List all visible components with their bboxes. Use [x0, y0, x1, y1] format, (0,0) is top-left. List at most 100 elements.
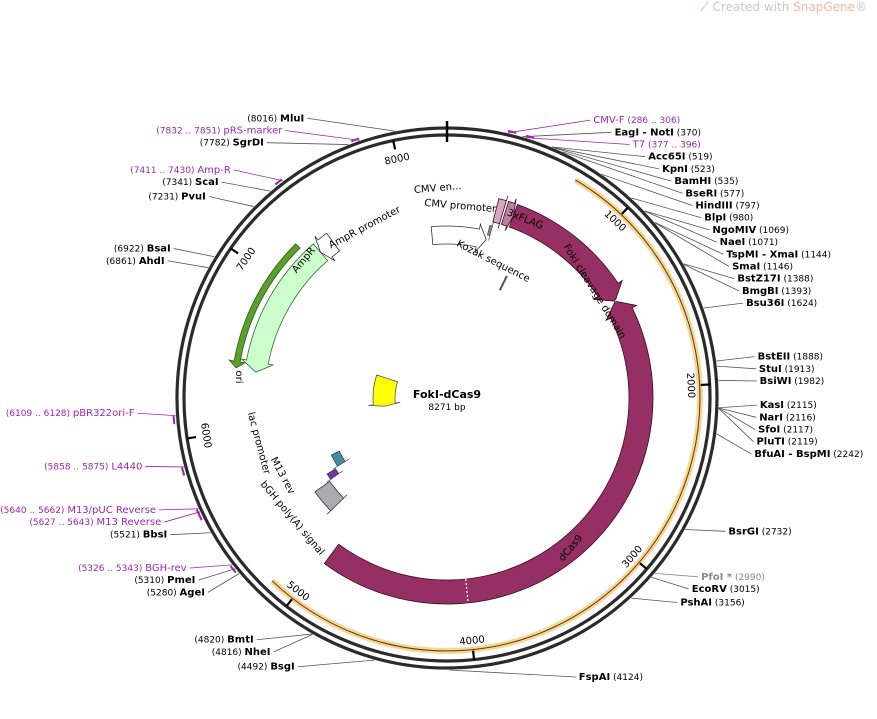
leader-cmv-f [508, 120, 591, 133]
primer-mark-prs-marker [351, 138, 359, 141]
site-nari: NarI (2116) [759, 412, 816, 423]
site-nhei: (4816) NheI [212, 647, 271, 658]
leader-bbsi [170, 533, 210, 535]
site-bfuai-bspmi: BfuAI - BspMI (2242) [754, 449, 863, 460]
leader-sgrdi [267, 143, 348, 145]
leader-pfoi- [655, 573, 698, 576]
cmv-enhancer-label: CMV en... [414, 181, 462, 196]
tick-label-6000: 6000 [198, 422, 213, 449]
leader-bsiwi [718, 380, 756, 381]
tick-mark-3000 [640, 563, 647, 569]
site-pfoi-: PfoI * (2990) [701, 572, 765, 583]
ori-arrow [368, 375, 400, 406]
tick-mark-5000 [286, 599, 291, 606]
site-pmei: (5310) PmeI [134, 575, 195, 586]
site-ahdi: (6861) AhdI [106, 256, 165, 267]
leader-kasi [719, 405, 757, 408]
ampr-promoter-label: AmpR promoter [327, 204, 403, 251]
leader-m13-puc-reverse [159, 509, 199, 510]
cmv-promoter-box [487, 221, 493, 240]
site-smai: SmaI (1146) [732, 261, 793, 272]
site-m13-puc-reverse: (5640 .. 5662) M13/pUC Reverse [0, 505, 156, 516]
kozak-marker [500, 276, 507, 290]
leader-ecorv [652, 577, 689, 589]
leader-fspai [449, 670, 575, 677]
watermark-prefix: Created with [713, 0, 794, 14]
site-bbsi: (5521) BbsI [110, 530, 167, 541]
site-bstz17i: BstZ17I (1388) [737, 274, 813, 285]
tick-mark-1000 [622, 207, 628, 214]
site-bsrgi: BsrGI (2732) [728, 526, 791, 537]
snapgene-watermark: ⟋ Created with SnapGene® [700, 0, 867, 15]
site-bmti: (4820) BmtI [194, 635, 253, 646]
site-bsiwi: BsiWI (1982) [760, 376, 825, 387]
site-agei: (5280) AgeI [147, 587, 205, 598]
site-bgh-rev: (5326 .. 5343) BGH-rev [78, 563, 187, 574]
tick-mark-6000 [187, 437, 196, 438]
site-stui: StuI (1913) [759, 364, 815, 375]
watermark-brand: SnapGene [793, 0, 855, 14]
leader-bsai [174, 249, 215, 257]
leader-stui [717, 366, 756, 369]
site-kpni: KpnI (523) [662, 164, 715, 175]
leader-bsgi [298, 660, 374, 667]
leader-pbr322ori-f [138, 413, 176, 415]
site-m13-reverse: (5627 .. 5643) M13 Reverse [29, 517, 161, 528]
site-fspai: FspAI (4124) [579, 672, 643, 683]
site-cmv-f: CMV-F (286 .. 306) [593, 115, 680, 126]
site-prs-marker: (7832 .. 7851) pRS-marker [156, 125, 283, 136]
tick-label-2000: 2000 [684, 372, 696, 398]
tick-mark-4000 [473, 651, 474, 660]
leader-pshai [631, 598, 677, 602]
site-blpi: BlpI (980) [704, 213, 753, 224]
site-pshai: PshAI (3156) [680, 597, 744, 608]
site-eagi-noti: EagI - NotI (370) [615, 127, 701, 138]
site-bmgbi: BmgBI (1393) [742, 286, 811, 297]
site-pvui: (7231) PvuI [148, 192, 205, 203]
leader-ahdi [168, 261, 209, 268]
site-sgrdi: (7782) SgrDI [200, 138, 264, 149]
lac-promoter-label: lac promoter [245, 411, 272, 477]
tick-mark-7000 [231, 248, 238, 253]
site-bsgi: (4492) BsgI [238, 662, 295, 673]
site-mlui: (8016) MluI [247, 113, 304, 124]
leader-blpi [631, 198, 701, 218]
leader-m13-reverse [164, 512, 200, 522]
tick-label-7000: 7000 [235, 246, 259, 273]
site-ecorv: EcoRV (3015) [692, 584, 760, 595]
site-t7: T7 (377 .. 396) [632, 139, 701, 150]
leader-mlui [307, 118, 394, 131]
site-pluti: PluTI (2119) [756, 437, 817, 448]
ori-label: ori [233, 370, 244, 383]
site-sfoi: SfoI (2117) [758, 425, 813, 436]
m13-rev-box [327, 469, 343, 483]
site-kasi: KasI (2115) [760, 400, 817, 411]
leader-bsu36i [704, 303, 743, 308]
site-ngomiv: NgoMIV (1069) [712, 225, 789, 236]
leader-bfuai-bspmi [717, 434, 752, 454]
site-acc65i: Acc65I (519) [648, 152, 712, 163]
tick-mark-8000 [393, 141, 395, 150]
tick-label-8000: 8000 [384, 152, 411, 168]
site-amp-r: (7411 .. 7430) Amp-R [130, 165, 231, 176]
primer-mark-m13-reverse [198, 513, 202, 521]
leader-bgh-rev [190, 565, 232, 568]
watermark-mark: ® [855, 0, 867, 14]
lac-promoter-box [331, 451, 349, 469]
site-pbr322ori-f: (6109 .. 6128) pBR322ori-F [6, 408, 135, 419]
bgh-polya-box [315, 481, 347, 514]
leader-pvui [209, 197, 254, 207]
site-bseri: BseRI (577) [685, 188, 744, 199]
leader-amp-r [234, 170, 283, 181]
leader-eagi-noti [522, 132, 611, 136]
plasmid-size: 8271 bp [428, 403, 465, 413]
leader-bsrgi [685, 530, 725, 532]
snapgene-logo-icon: ⟋ [700, 0, 708, 14]
site-l4440: (5858 .. 5875) L4440 [44, 461, 142, 472]
leader-nari [719, 408, 756, 417]
primer-mark-l4440 [182, 467, 184, 475]
dcas9-arrow [324, 301, 653, 604]
site-hindiii: HindIII (797) [695, 200, 759, 211]
site-bsteii: BstEII (1888) [758, 352, 823, 363]
